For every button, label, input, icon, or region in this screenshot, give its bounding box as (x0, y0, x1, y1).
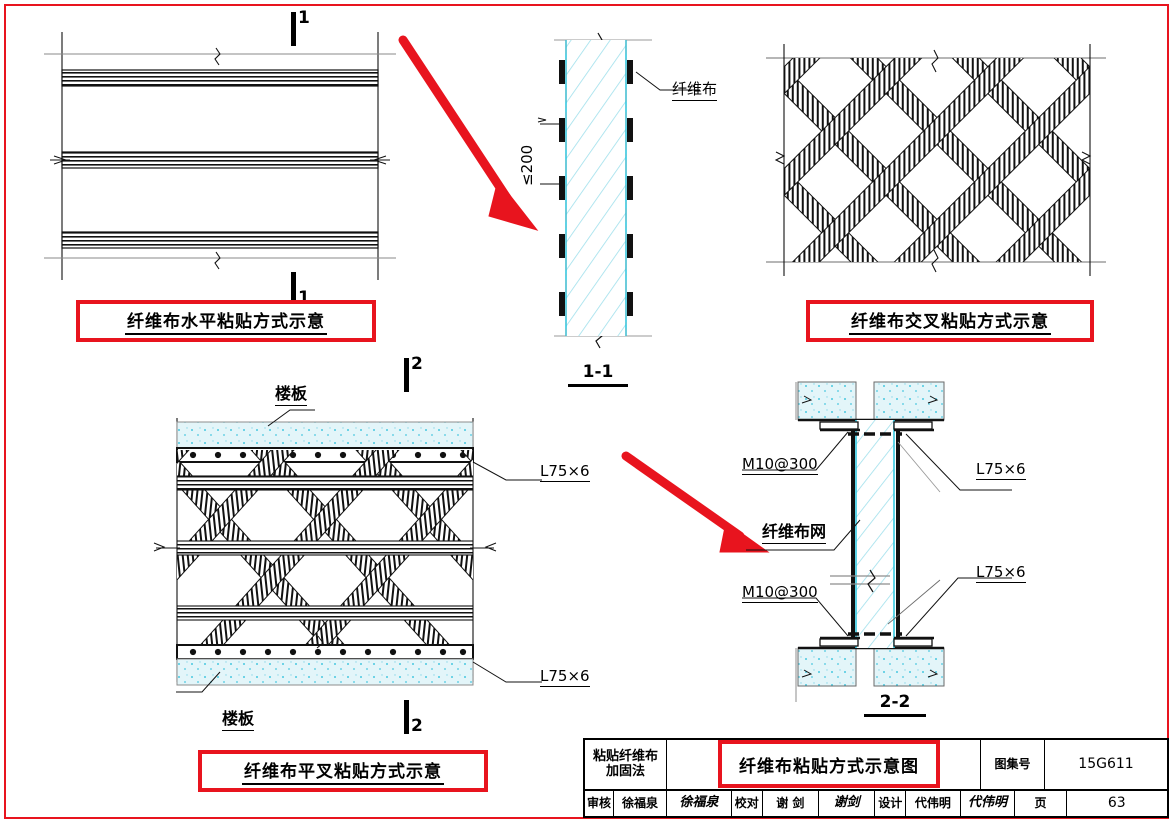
review-label-cell: 审核 (585, 791, 615, 816)
label-anchor-upper: M10@300 (742, 455, 818, 475)
section-mark-bar (404, 700, 409, 734)
label-angle-bottom: L75×6 (540, 667, 590, 687)
caption-text: 纤维布交叉粘贴方式示意 (849, 307, 1051, 335)
section-title-text: 2-2 (879, 692, 911, 712)
section-mark-1-top: 1 (291, 8, 310, 46)
label-spacing-200: ≤200 (518, 144, 536, 186)
caption-text: 纤维布平叉粘贴方式示意 (242, 757, 444, 785)
review-signature-cell: 徐福泉 (667, 791, 732, 816)
page-number-cell: 63 (1107, 794, 1126, 811)
figure-flat-cross-bonding (150, 400, 550, 710)
section-mark-bar (404, 358, 409, 392)
caption-text: 纤维布水平粘贴方式示意 (125, 307, 327, 335)
label-fiber-mesh: 纤维布网 (762, 518, 827, 544)
section-title-2-2: 2-2 (855, 692, 935, 717)
section-mark-label: 2 (411, 716, 423, 736)
figure-section-2-2 (742, 381, 1020, 712)
check-label-cell: 校对 (732, 791, 763, 816)
section-mark-bar (291, 12, 296, 46)
atlas-number-cell: 15G611 (1078, 755, 1134, 772)
label-slab-top: 楼板 (275, 380, 308, 406)
design-signature-cell: 代伟明 (961, 791, 1016, 816)
label-fiber-cloth-1-1: 纤维布 (672, 78, 718, 101)
section-title-text: 1-1 (582, 362, 614, 382)
method-line-2: 加固法 (605, 763, 645, 779)
caption-flat-cross-bonding: 纤维布平叉粘贴方式示意 (198, 750, 488, 792)
pointer-arrow-2 (600, 440, 790, 570)
design-label-cell: 设计 (875, 791, 907, 816)
section-mark-bar (291, 272, 296, 306)
section-title-1-1: 1-1 (563, 362, 633, 387)
label-angle-2-2-upper: L75×6 (976, 460, 1026, 480)
figure-horizontal-bonding (40, 28, 410, 293)
section-title-underline (568, 384, 628, 387)
caption-cross-bonding: 纤维布交叉粘贴方式示意 (806, 300, 1094, 342)
sheet-border (4, 4, 1169, 819)
label-slab-bottom: 楼板 (222, 705, 255, 731)
review-name-cell: 徐福泉 (614, 791, 668, 816)
caption-text: 纤维布粘贴方式示意图 (739, 756, 919, 777)
section-title-underline (864, 714, 926, 717)
section-mark-1-bottom: 1 (291, 272, 310, 308)
section-mark-label: 1 (298, 288, 310, 308)
section-mark-label: 2 (411, 354, 423, 374)
check-name-cell: 谢 剑 (763, 791, 819, 816)
section-mark-2-top: 2 (404, 354, 423, 392)
figure-cross-bonding (766, 36, 1116, 294)
label-angle-top: L75×6 (540, 462, 590, 482)
section-mark-label: 1 (298, 8, 310, 28)
title-block-row-signatures: 审核 徐福泉 徐福泉 校对 谢 剑 谢剑 设计 代伟明 代伟明 页 63 (585, 791, 1167, 816)
caption-horizontal-bonding: 纤维布水平粘贴方式示意 (76, 300, 376, 342)
page-label-cell: 页 (1015, 791, 1067, 816)
caption-main-drawing-title: 纤维布粘贴方式示意图 (718, 740, 940, 788)
title-block-row-main: 粘贴纤维布 加固法 图集号 15G611 (585, 740, 1167, 791)
drawing-title-cell (667, 740, 981, 789)
section-mark-2-bottom: 2 (404, 700, 423, 736)
check-signature-cell: 谢剑 (819, 791, 876, 816)
design-name-cell: 代伟明 (906, 791, 961, 816)
label-angle-2-2-lower: L75×6 (976, 563, 1026, 583)
label-anchor-lower: M10@300 (742, 583, 818, 603)
pointer-arrow-1 (385, 30, 555, 250)
method-line-1: 粘贴纤维布 (592, 749, 658, 765)
figure-section-1-1 (537, 28, 720, 368)
method-cell: 粘贴纤维布 加固法 (585, 740, 667, 789)
atlas-label-cell: 图集号 (981, 740, 1045, 789)
